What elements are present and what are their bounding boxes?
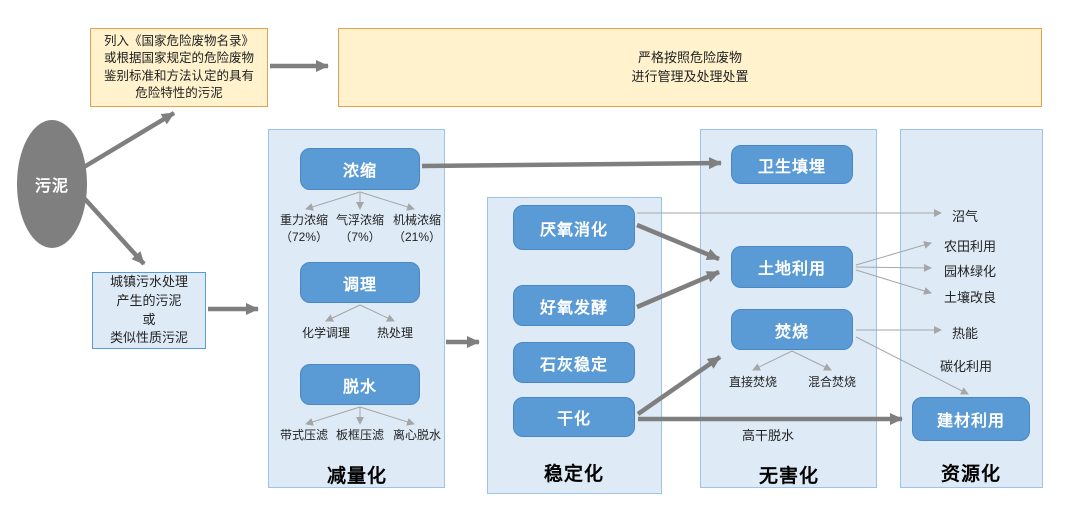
sub-gravity-concentration: 重力浓缩 （72%） [279,213,329,245]
output-thermal-energy: 热能 [952,326,979,341]
process-box-drying: 干化 [513,397,635,437]
process-box-aerobic-fermentation: 好氧发酵 [513,285,635,326]
process-box-conditioning: 调理 [300,262,420,303]
process-label: 浓缩 [342,163,377,180]
stage-title-stabilization: 稳定化 [543,464,605,485]
process-label: 土地利用 [757,261,826,278]
process-label: 干化 [556,411,591,428]
sludge-source-label: 污泥 [34,178,69,195]
process-box-lime-stabilization: 石灰稳定 [513,342,635,383]
edge-label-high-dry-dewatering: 高干脱水 [741,428,795,443]
process-box-incineration: 焚烧 [731,309,853,350]
sub-flotation-concentration: 气浮浓缩 （7%） [335,213,385,245]
process-box-building-material-use: 建材利用 [912,397,1030,441]
process-label: 调理 [342,276,377,294]
output-carbonization-use: 碳化利用 [940,359,993,374]
process-label: 脱水 [342,378,377,396]
municipal-sludge-box: 城镇污水处理 产生的污泥 或 类似性质污泥 [92,272,206,349]
output-biogas: 沼气 [952,209,979,224]
process-box-anaerobic-digestion: 厌氧消化 [513,205,635,250]
sub-centrifugal-dewatering: 离心脱水 [392,428,442,442]
output-farmland-use: 农田利用 [944,239,997,254]
sub-chemical-conditioning: 化学调理 [301,326,351,340]
panel-harmless [700,129,877,488]
stage-title-harmless: 无害化 [758,466,820,487]
sub-direct-incineration: 直接焚烧 [728,375,778,389]
sub-heat-treatment: 热处理 [376,326,414,340]
output-landscaping: 园林绿化 [944,264,997,279]
stage-title-reduction: 减量化 [326,466,388,487]
output-soil-improvement: 土壤改良 [944,290,997,305]
process-box-concentration: 浓缩 [300,148,420,190]
hazardous-action-box: 严格按照危险废物 进行管理及处理处置 [338,28,1042,107]
process-label: 卫生填埋 [757,158,826,176]
process-label: 建材利用 [936,413,1005,430]
sub-belt-press: 带式压滤 [279,428,329,442]
hazardous-sludge-box: 列入《国家危险废物名录》 或根据国家规定的危险废物 鉴别标准和方法认定的具有 危… [90,28,268,107]
process-label: 焚烧 [774,323,809,341]
process-label: 好氧发酵 [539,299,608,317]
process-box-dewatering: 脱水 [300,364,420,405]
process-box-sanitary-landfill: 卫生填埋 [731,145,853,184]
sludge-source-node: 污泥 [17,120,87,248]
sub-mechanical-concentration: 机械浓缩 （21%） [392,213,442,245]
process-label: 石灰稳定 [539,356,608,374]
process-label: 厌氧消化 [539,221,608,239]
stage-title-resource: 资源化 [940,464,1002,485]
process-box-land-use: 土地利用 [731,246,853,288]
sub-mixed-incineration: 混合焚烧 [807,375,857,389]
sub-plate-frame-press: 板框压滤 [335,428,385,442]
